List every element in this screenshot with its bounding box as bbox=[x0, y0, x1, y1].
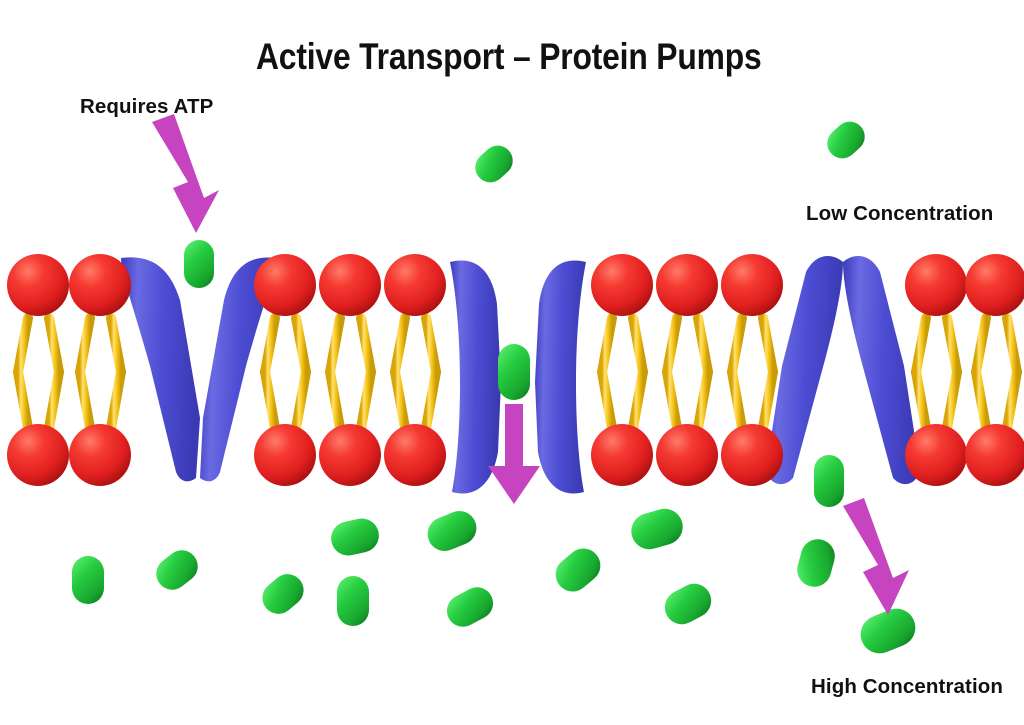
lipid-tails bbox=[390, 313, 441, 433]
molecules-inside-pumps bbox=[184, 240, 844, 507]
transported-molecule[interactable] bbox=[627, 505, 687, 554]
pump-right-lobe-a bbox=[766, 256, 843, 485]
phospholipid-head bbox=[254, 254, 316, 316]
phospholipid-head bbox=[384, 254, 446, 316]
transported-molecule[interactable] bbox=[256, 568, 310, 621]
lipid-tails bbox=[727, 313, 778, 433]
requires-atp-arrow bbox=[152, 114, 219, 233]
protein-pump-right-lambda[interactable] bbox=[766, 256, 920, 485]
phospholipid-head bbox=[905, 424, 967, 486]
phospholipid-head bbox=[721, 424, 783, 486]
lipid-tails bbox=[75, 313, 126, 433]
phospholipid-head bbox=[965, 424, 1024, 486]
accumulation-arrow bbox=[843, 498, 909, 615]
page-title: Active Transport – Protein Pumps bbox=[256, 36, 762, 77]
transport-direction-arrow bbox=[488, 404, 540, 504]
phospholipid-heads-outer bbox=[7, 254, 1024, 316]
lipid-tails bbox=[662, 313, 713, 433]
phospholipid-head bbox=[319, 424, 381, 486]
phospholipid-head bbox=[656, 424, 718, 486]
pump-middle-lobe-b bbox=[535, 260, 586, 494]
phospholipid-outer-leaflet bbox=[7, 254, 1024, 433]
phospholipid-head bbox=[7, 424, 69, 486]
lipid-tails bbox=[260, 313, 311, 433]
phospholipid-head bbox=[69, 254, 131, 316]
phospholipid-head bbox=[254, 424, 316, 486]
phospholipid-head bbox=[905, 254, 967, 316]
phospholipid-head bbox=[319, 254, 381, 316]
transported-molecule[interactable] bbox=[549, 542, 608, 599]
pump-left-lobe-a bbox=[121, 257, 200, 482]
transported-molecule[interactable] bbox=[821, 115, 871, 164]
transported-molecule[interactable] bbox=[441, 582, 498, 633]
lipid-tails bbox=[13, 313, 64, 433]
phospholipid-head bbox=[591, 424, 653, 486]
protein-pump-middle-h[interactable] bbox=[450, 260, 586, 494]
phospholipid-tails-outer bbox=[13, 313, 1022, 433]
transported-molecule[interactable] bbox=[328, 515, 382, 558]
phospholipid-head bbox=[591, 254, 653, 316]
protein-pump-left-v[interactable] bbox=[121, 257, 276, 482]
transported-molecule[interactable] bbox=[337, 576, 369, 626]
requires-atp-label: Requires ATP bbox=[80, 95, 214, 118]
transported-molecule[interactable] bbox=[659, 578, 717, 631]
high-concentration-label: High Concentration bbox=[811, 675, 1003, 698]
transported-molecule[interactable] bbox=[793, 535, 838, 590]
transported-molecule[interactable] bbox=[469, 139, 519, 188]
transported-molecule-in-right-pump[interactable] bbox=[814, 455, 844, 507]
lipid-tails bbox=[597, 313, 648, 433]
pump-middle-lobe-a bbox=[450, 260, 501, 494]
direction-arrows-group bbox=[152, 114, 909, 615]
transported-molecule[interactable] bbox=[855, 603, 921, 659]
low-concentration-label: Low Concentration bbox=[806, 202, 994, 225]
transported-molecule-in-middle-pump[interactable] bbox=[498, 344, 530, 400]
molecules-low-concentration bbox=[469, 115, 871, 188]
pump-right-lobe-b bbox=[843, 256, 920, 485]
phospholipid-head bbox=[69, 424, 131, 486]
lipid-tails bbox=[971, 313, 1022, 433]
transported-molecule[interactable] bbox=[422, 506, 481, 556]
pump-left-lobe-b bbox=[200, 257, 276, 482]
phospholipid-head bbox=[7, 254, 69, 316]
lipid-tails bbox=[325, 313, 376, 433]
transported-molecule-in-left-pump[interactable] bbox=[184, 240, 214, 288]
lipid-tails bbox=[911, 313, 962, 433]
phospholipid-head bbox=[656, 254, 718, 316]
transported-molecule[interactable] bbox=[72, 556, 104, 604]
phospholipid-inner-leaflet bbox=[7, 424, 1024, 486]
molecules-high-concentration bbox=[72, 505, 921, 659]
transported-molecule[interactable] bbox=[150, 544, 204, 596]
protein-pumps-group bbox=[121, 256, 920, 494]
phospholipid-head bbox=[965, 254, 1024, 316]
phospholipid-head bbox=[384, 424, 446, 486]
phospholipid-heads-inner bbox=[7, 424, 1024, 486]
phospholipid-head bbox=[721, 254, 783, 316]
